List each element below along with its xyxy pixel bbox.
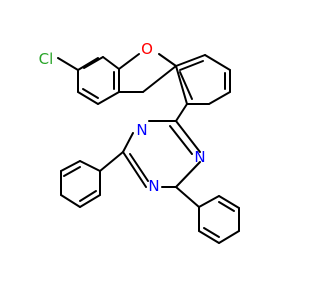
bond (97, 91, 120, 105)
bond (179, 60, 204, 71)
bond (118, 53, 140, 70)
atom-labels: O Cl N N N (39, 40, 206, 195)
bond (63, 166, 81, 177)
bond (122, 132, 134, 153)
bond-to-cl (57, 57, 79, 71)
nitrogen-label: N (136, 121, 147, 139)
bond (203, 227, 220, 238)
bond (179, 71, 193, 100)
bond (99, 151, 124, 172)
bond (60, 194, 81, 208)
bond (77, 57, 99, 71)
nitrogen-label: N (194, 148, 205, 166)
bond (79, 190, 97, 202)
bond (198, 195, 220, 208)
bond (198, 230, 220, 244)
bonds (57, 53, 240, 244)
bond (142, 65, 177, 93)
bond (82, 88, 99, 99)
structure-canvas: O Cl N N N (0, 0, 300, 300)
bond (102, 56, 120, 70)
nitrogen-label: N (148, 177, 159, 195)
background (0, 0, 300, 300)
bond (218, 201, 235, 212)
bond (175, 120, 201, 153)
bond (77, 91, 99, 105)
bond (60, 160, 81, 172)
molecule-drawing: O Cl N N N (0, 0, 300, 300)
bond (175, 65, 188, 105)
chlorine-label: Cl (39, 50, 54, 68)
bond (79, 194, 101, 208)
bond (204, 54, 231, 71)
bond (83, 56, 104, 69)
bond (169, 125, 193, 155)
bond (129, 153, 149, 182)
bond (175, 186, 200, 208)
bond (79, 160, 101, 172)
bond (218, 230, 240, 244)
bond (122, 151, 147, 188)
bond (218, 195, 240, 209)
bond (158, 53, 177, 67)
bond (175, 54, 206, 67)
oxygen-label: O (141, 40, 153, 58)
bond (208, 91, 231, 105)
bond (175, 161, 201, 188)
bond-biaryl (175, 103, 188, 122)
